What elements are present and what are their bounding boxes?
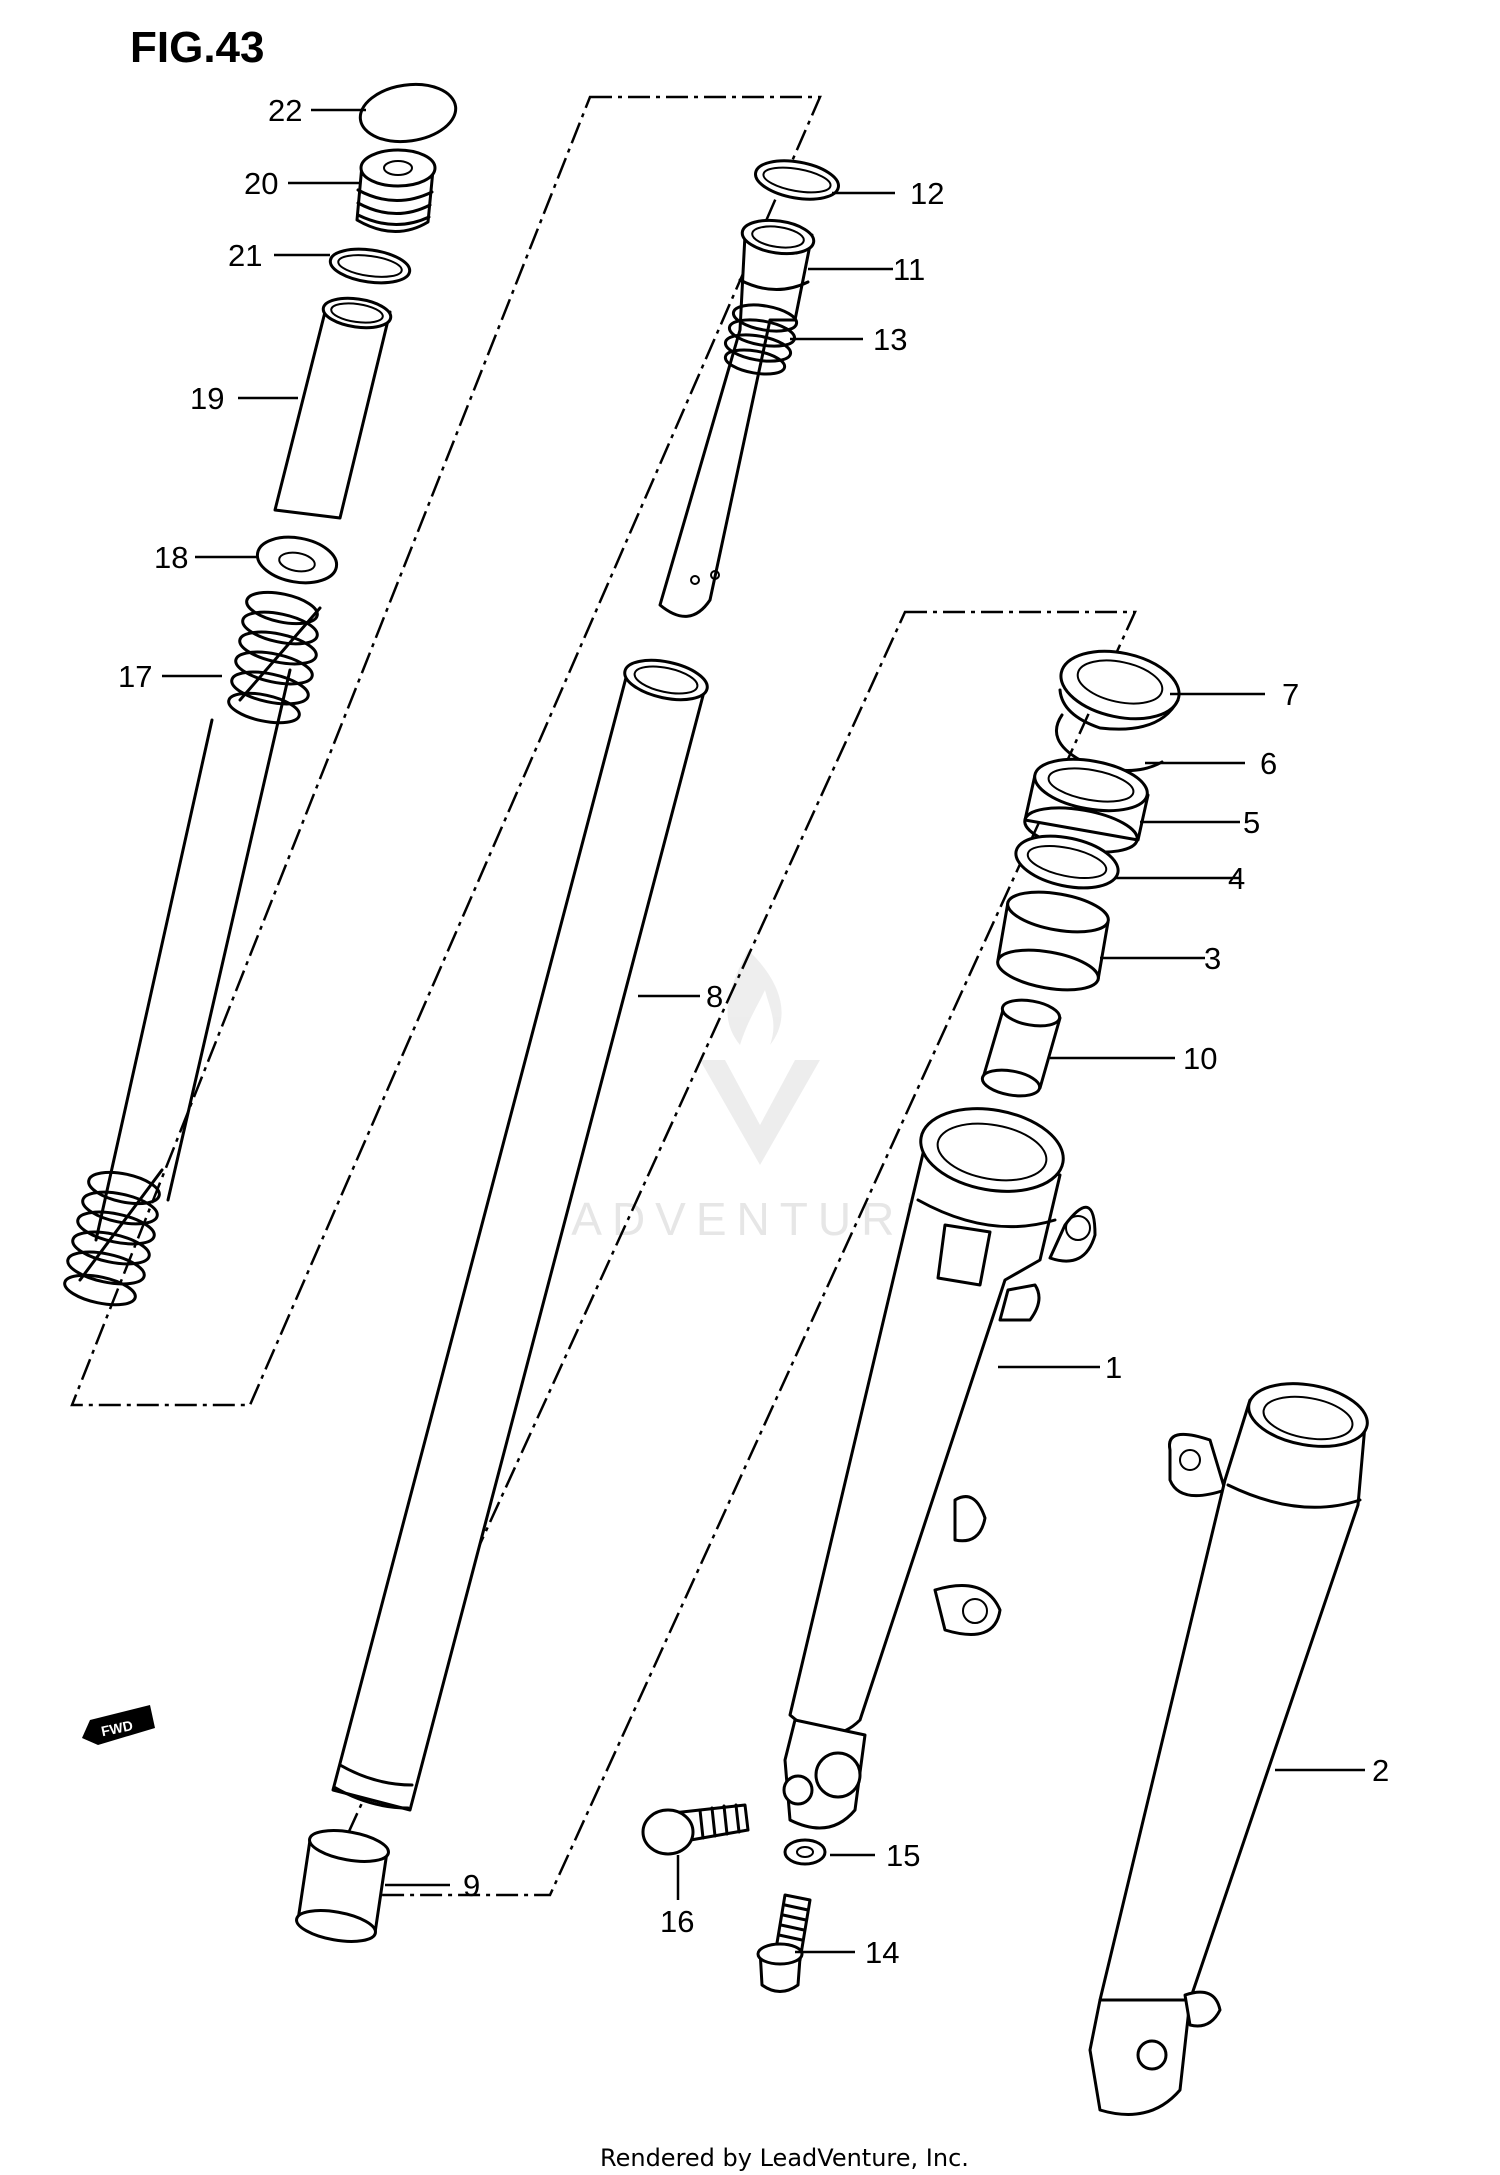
part-17-fork-spring bbox=[63, 590, 322, 1307]
part-9-slide-bush bbox=[295, 1829, 390, 1943]
part-10-oil-lock-piece bbox=[980, 998, 1062, 1098]
part-22-cap bbox=[358, 82, 458, 144]
callout-12: 12 bbox=[910, 176, 944, 211]
callout-11: 11 bbox=[893, 252, 925, 287]
callout-2: 2 bbox=[1372, 1753, 1389, 1788]
callout-6: 6 bbox=[1260, 746, 1277, 781]
callout-4: 4 bbox=[1228, 861, 1245, 896]
callout-18: 18 bbox=[154, 540, 188, 575]
part-19-spacer bbox=[273, 296, 393, 520]
callout-8: 8 bbox=[706, 979, 723, 1014]
callout-19: 19 bbox=[190, 381, 224, 416]
leader-lines bbox=[162, 108, 1365, 1954]
part-8-inner-tube bbox=[331, 658, 709, 1812]
part-2-outer-tube bbox=[1088, 1382, 1369, 2116]
part-5-oil-seal bbox=[1023, 757, 1150, 854]
callout-20: 20 bbox=[244, 166, 278, 201]
callout-14: 14 bbox=[865, 1935, 899, 1970]
callout-3: 3 bbox=[1204, 941, 1221, 976]
part-7-dust-seal bbox=[1058, 649, 1181, 731]
part-4-washer bbox=[1014, 834, 1120, 890]
spring-group-boundary bbox=[70, 95, 822, 1407]
render-credit: Rendered by LeadVenture, Inc. bbox=[600, 2144, 969, 2172]
callout-15: 15 bbox=[886, 1838, 920, 1873]
part-14-socket-bolt bbox=[756, 1893, 812, 1993]
part-callouts: 22 20 21 19 18 17 12 11 13 8 9 7 6 5 4 3… bbox=[118, 93, 1389, 1970]
callout-17: 17 bbox=[118, 659, 152, 694]
part-21-o-ring bbox=[328, 247, 412, 285]
callout-13: 13 bbox=[873, 322, 907, 357]
callout-21: 21 bbox=[228, 238, 262, 273]
callout-5: 5 bbox=[1243, 805, 1260, 840]
callout-1: 1 bbox=[1105, 1350, 1122, 1385]
part-16-bolt bbox=[641, 1803, 750, 1856]
part-3-guide-bush bbox=[996, 890, 1110, 992]
fwd-arrow-badge: FWD bbox=[82, 1705, 155, 1745]
part-12-ring bbox=[754, 159, 840, 201]
callout-7: 7 bbox=[1282, 677, 1299, 712]
part-13-piston-ring bbox=[723, 303, 799, 376]
callout-10: 10 bbox=[1183, 1041, 1217, 1076]
part-18-washer bbox=[255, 535, 339, 585]
callout-16: 16 bbox=[660, 1904, 694, 1939]
part-1-outer-tube bbox=[782, 1107, 1097, 1830]
part-20-cap-bolt bbox=[355, 148, 437, 233]
callout-22: 22 bbox=[268, 93, 302, 128]
part-15-gasket bbox=[783, 1838, 827, 1866]
damper-group-boundary bbox=[318, 610, 1137, 1897]
fwd-badge-text: FWD bbox=[100, 1717, 135, 1739]
figure-title: FIG.43 bbox=[130, 23, 265, 72]
part-11-damper-rod bbox=[658, 218, 816, 618]
callout-9: 9 bbox=[463, 1868, 480, 1903]
